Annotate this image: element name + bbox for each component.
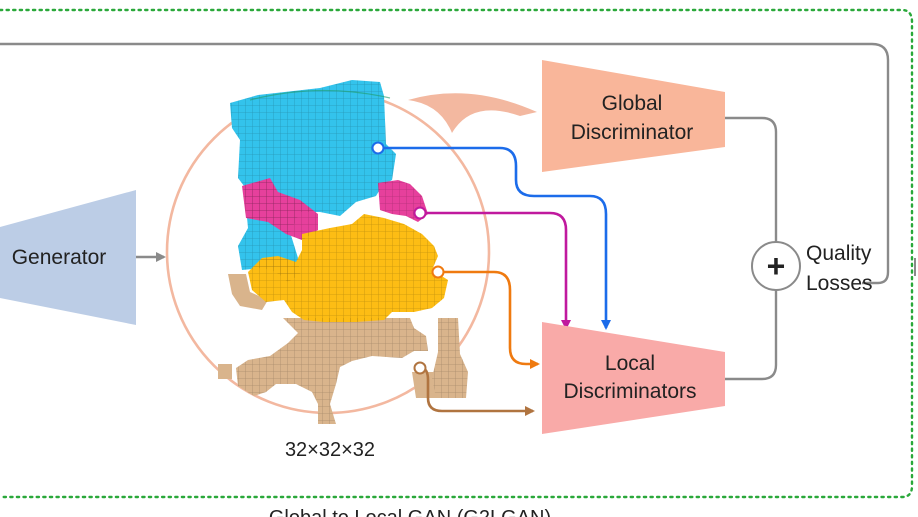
local-disc-label-line1: Local: [605, 352, 655, 375]
quality-label-line2: Losses: [806, 272, 873, 295]
halo-top-arc: [249, 89, 391, 101]
backrest-arrow: [380, 146, 611, 330]
global-swoosh-arrow: [408, 93, 537, 133]
seat-arrow: [440, 270, 540, 369]
voxel-chair-icon: [218, 80, 468, 424]
armrest-node: [413, 206, 427, 220]
caption-label: Global to Local GAN (G2LGAN): [269, 507, 551, 517]
local-to-loss-line: [725, 290, 778, 381]
generator-block: [0, 190, 136, 325]
armrest-arrow: [422, 211, 571, 330]
resolution-label: 32×32×32: [285, 439, 375, 461]
global-to-loss-line: [725, 116, 778, 244]
backrest-node: [371, 141, 385, 155]
global-disc-label-line2: Discriminator: [571, 121, 694, 144]
base-node: [413, 361, 427, 375]
quality-label-line1: Quality: [806, 242, 872, 265]
local-discriminator-block: [542, 322, 725, 434]
plus-icon: +: [751, 241, 801, 291]
local-disc-label-line2: Discriminators: [563, 380, 696, 403]
global-discriminator-block: [542, 60, 725, 172]
feedback-line: [0, 42, 890, 285]
dotted-frame: [0, 8, 914, 499]
generator-label: Generator: [12, 246, 107, 269]
plus-symbol: +: [767, 248, 786, 284]
global-disc-label-line1: Global: [602, 92, 663, 115]
seat-node: [431, 265, 445, 279]
